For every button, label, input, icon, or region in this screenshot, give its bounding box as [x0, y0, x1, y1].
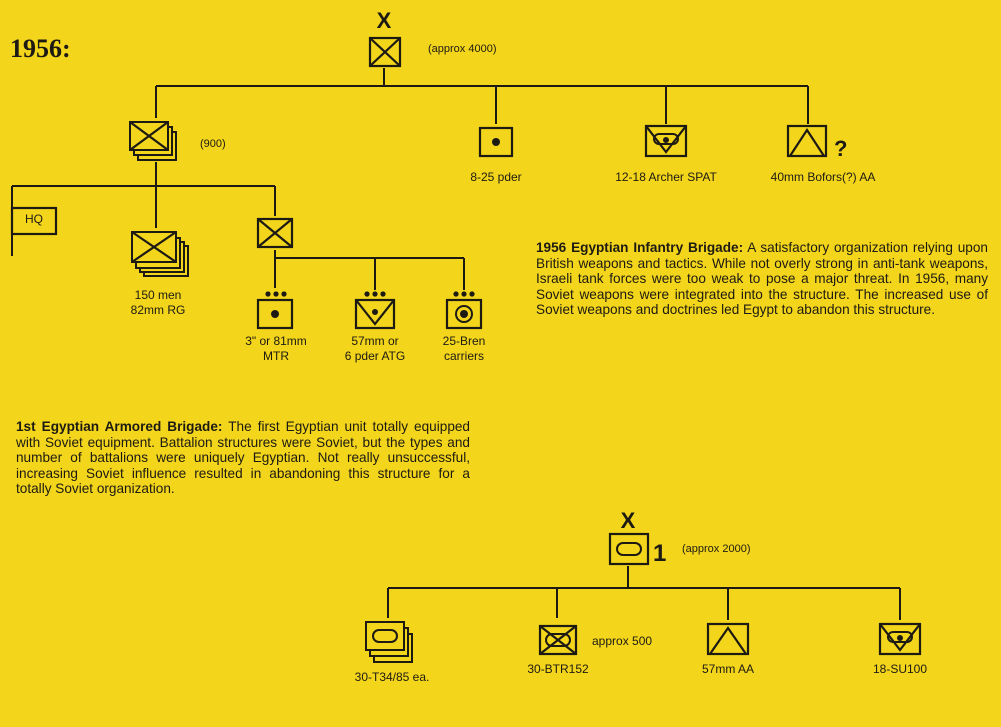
aa-label: 40mm Bofors(?) AA — [770, 170, 876, 184]
carriers-line1: 25-Bren — [442, 334, 486, 348]
infantry-brigade-symbol: X — [368, 8, 402, 68]
sp-gun-battalion-symbol — [878, 622, 922, 656]
carriers-line2: carriers — [443, 349, 484, 363]
hq-label: HQ — [25, 212, 43, 226]
carrier-platoon-symbol — [445, 291, 483, 330]
armored-brigade-symbol: X 1 — [608, 508, 666, 567]
tank-label: 30-T34/85 ea. — [354, 670, 430, 684]
tank-battalion-stack — [365, 621, 413, 663]
anti-tank-platoon-symbol — [354, 291, 396, 330]
anti-aircraft-symbol: ? — [786, 124, 847, 161]
infantry-brigade-description: 1956 Egyptian Infantry Brigade: A satisf… — [536, 240, 988, 318]
atg-line1: 57mm or — [351, 334, 399, 348]
armored-brigade-strength-note: (approx 2000) — [682, 543, 751, 555]
carriers-label: 25-Bren carriers — [430, 334, 498, 364]
year-heading: 1956: — [10, 34, 71, 63]
svg-text:X: X — [621, 508, 636, 533]
mortar-line2: MTR — [263, 349, 289, 363]
aa-battalion-label: 57mm AA — [701, 662, 755, 676]
hq-symbol — [10, 206, 58, 236]
apc-strength-note: approx 500 — [592, 634, 653, 648]
rifle-company-line1: 150 men — [134, 288, 182, 302]
armored-brigade-title: 1st Egyptian Armored Brigade: — [16, 419, 223, 434]
svg-text:X: X — [377, 8, 392, 33]
infantry-battalion-stack — [129, 121, 177, 161]
infantry-brigade-title: 1956 Egyptian Infantry Brigade: — [536, 240, 744, 255]
aa-battalion-symbol — [706, 622, 750, 656]
spat-label: 12-18 Archer SPAT — [615, 170, 717, 184]
brigade-strength-note: (approx 4000) — [428, 43, 497, 55]
weapons-company-symbol — [256, 217, 294, 249]
atg-line2: 6 pder ATG — [344, 349, 406, 363]
apc-battalion-symbol — [538, 624, 578, 656]
artillery-label: 8-25 pder — [470, 170, 522, 184]
self-propelled-antitank-symbol — [644, 124, 688, 158]
atg-label: 57mm or 6 pder ATG — [334, 334, 416, 364]
bottom-tree-lines — [387, 566, 901, 620]
sp-gun-label: 18-SU100 — [872, 662, 928, 676]
svg-text:1: 1 — [653, 540, 666, 567]
apc-label: 30-BTR152 — [527, 662, 589, 676]
rifle-company-line2: 82mm RG — [130, 303, 186, 317]
infantry-brigade-body: A satisfactory organization relying upon… — [536, 240, 988, 318]
top-tree-lines — [11, 68, 809, 290]
armored-brigade-description: 1st Egyptian Armored Brigade: The first … — [16, 419, 470, 497]
rifle-company-label: 150 men 82mm RG — [120, 288, 196, 318]
rifle-company-stack — [131, 231, 189, 277]
mortar-label: 3" or 81mm MTR — [234, 334, 318, 364]
mortar-line1: 3" or 81mm — [245, 334, 307, 348]
mortar-platoon-symbol — [256, 291, 294, 330]
battalion-strength-note: (900) — [200, 138, 226, 150]
artillery-battery-symbol — [478, 126, 514, 158]
armored-brigade-body: The first Egyptian unit totally equipped… — [16, 419, 470, 497]
svg-text:?: ? — [834, 136, 847, 161]
